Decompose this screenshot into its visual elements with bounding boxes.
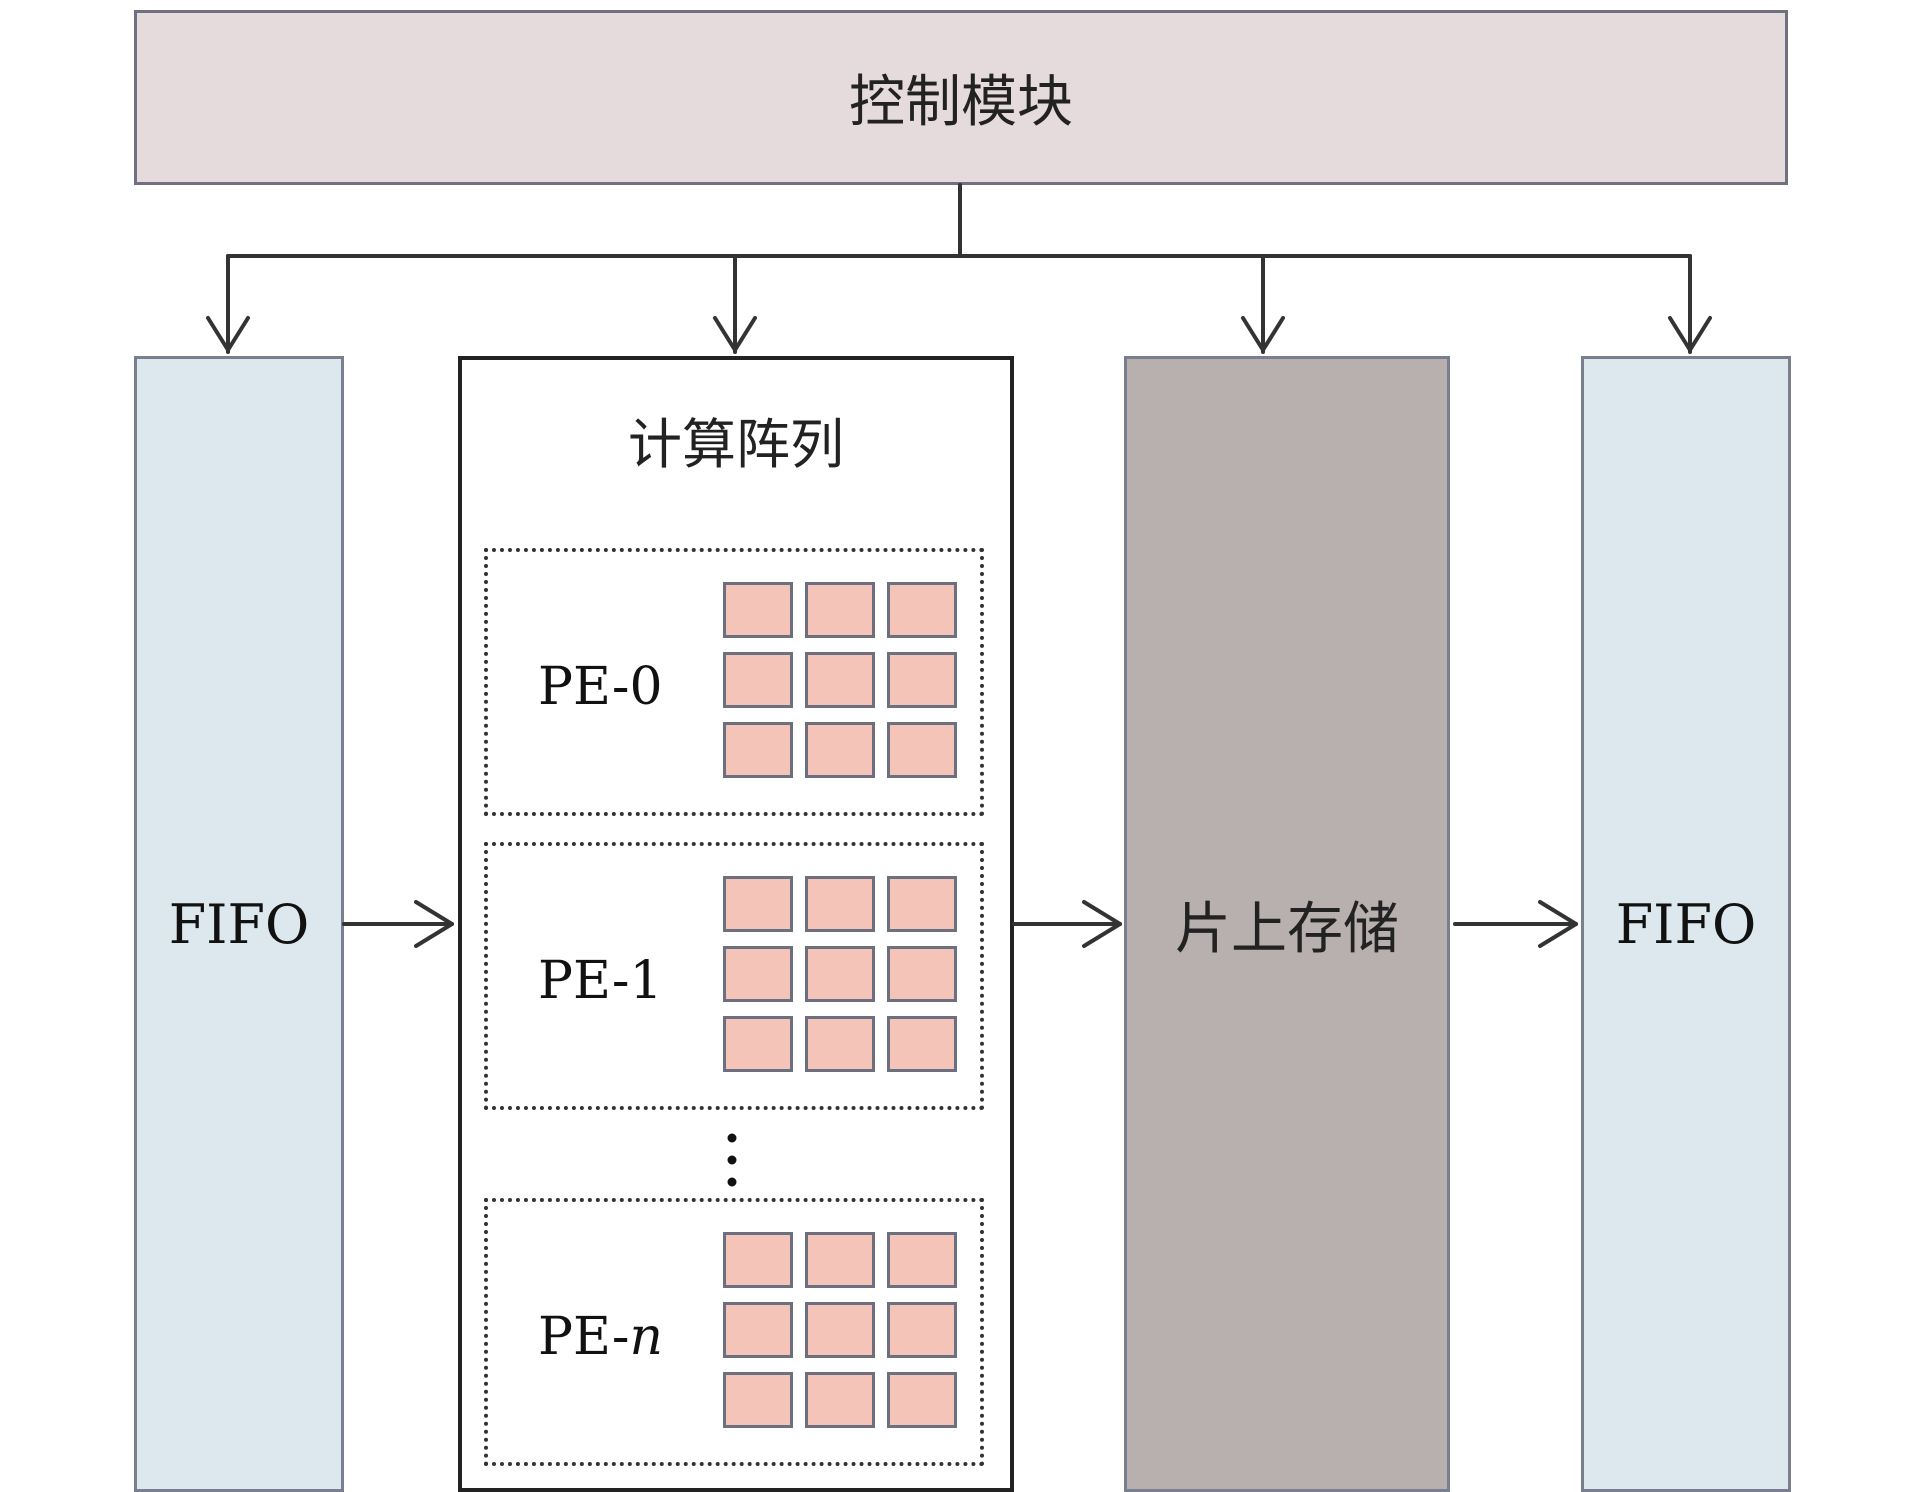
arrow-head-icon [414, 900, 454, 948]
pe-cell [805, 1302, 875, 1358]
pe-cell [723, 876, 793, 932]
fifo-right-label: FIFO [1615, 892, 1757, 956]
control-module-label: 控制模块 [849, 70, 1073, 135]
pe-cell [723, 1016, 793, 1072]
pe-cell [723, 652, 793, 708]
ellipsis-vertical-icon [727, 1133, 737, 1187]
arrow-head-icon [206, 316, 250, 352]
pe-cell [723, 582, 793, 638]
pe-block-n: PE-n [484, 1198, 984, 1466]
arrow-head-icon [1241, 316, 1285, 352]
pe-cell [805, 1016, 875, 1072]
control-module: 控制模块 [134, 10, 1788, 185]
pe-cell [887, 1372, 957, 1428]
pe-cell [805, 946, 875, 1002]
pe-cell [723, 1302, 793, 1358]
pe-cell [723, 946, 793, 1002]
arrow-head-icon [1668, 316, 1712, 352]
arrow-head-icon [1538, 900, 1578, 948]
pe-block-0: PE-0 [484, 548, 984, 816]
pe-cell [887, 652, 957, 708]
fifo-left-label: FIFO [168, 892, 310, 956]
pe-cell-grid-1 [723, 876, 963, 1076]
pe-cell [805, 652, 875, 708]
pe-cell [805, 722, 875, 778]
arrow-head-icon [713, 316, 757, 352]
compute-array: 计算阵列 PE-0 PE-1 PE-n [458, 356, 1014, 1492]
compute-array-title: 计算阵列 [628, 413, 844, 476]
pe-cell [723, 1372, 793, 1428]
pe-cell [887, 1232, 957, 1288]
pe-cell [887, 1016, 957, 1072]
pe-cell [723, 1232, 793, 1288]
pe-cell [887, 582, 957, 638]
pe-label-n: PE-n [538, 1307, 663, 1367]
pe-cell [887, 876, 957, 932]
pe-cell [723, 722, 793, 778]
pe-label-0: PE-0 [538, 657, 663, 717]
fifo-right: FIFO [1581, 356, 1791, 1492]
on-chip-memory: 片上存储 [1124, 356, 1450, 1492]
pe-cell [887, 1302, 957, 1358]
on-chip-memory-label: 片上存储 [1175, 896, 1399, 962]
pe-cell [805, 1372, 875, 1428]
pe-cell [805, 1232, 875, 1288]
pe-cell [887, 946, 957, 1002]
pe-cell [887, 722, 957, 778]
pe-cell-grid-n [723, 1232, 963, 1432]
pe-cell [805, 582, 875, 638]
arrow-head-icon [1082, 900, 1122, 948]
pe-block-1: PE-1 [484, 842, 984, 1110]
pe-cell [805, 876, 875, 932]
pe-label-1: PE-1 [538, 951, 663, 1011]
pe-cell-grid-0 [723, 582, 963, 782]
